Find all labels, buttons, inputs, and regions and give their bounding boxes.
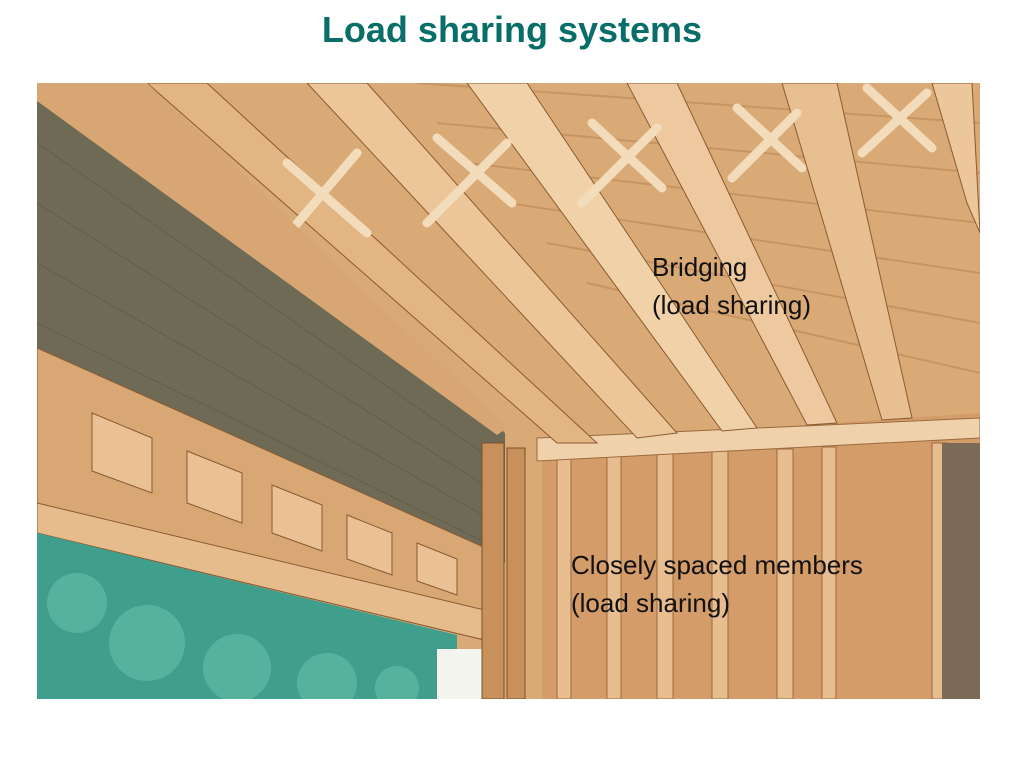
osb-texture (37, 142, 498, 549)
members-caption-line1: Closely spaced members (571, 550, 863, 580)
back-wall (542, 413, 980, 699)
osb-header (37, 93, 505, 563)
joist (781, 83, 913, 421)
framing-photo (37, 83, 980, 699)
joist (146, 83, 599, 444)
bridging-caption-line1: Bridging (652, 252, 748, 282)
joist (931, 83, 980, 234)
members-caption-line2: (load sharing) (571, 588, 730, 618)
bridging-caption: Bridging (load sharing) (652, 248, 811, 324)
corner-post (942, 443, 980, 699)
members-caption: Closely spaced members (load sharing) (571, 546, 863, 622)
sky-patch (437, 649, 482, 699)
bridging (267, 83, 937, 258)
posts (481, 442, 526, 699)
top-plate (536, 417, 980, 462)
foliage (47, 573, 419, 699)
joist (626, 83, 838, 426)
joist (306, 83, 679, 439)
bridging-caption-line2: (load sharing) (652, 290, 811, 320)
slide-title: Load sharing systems (321, 9, 703, 50)
joist (466, 83, 758, 432)
blocking (91, 412, 458, 596)
header-edge-board (37, 83, 507, 435)
joists (146, 83, 980, 444)
